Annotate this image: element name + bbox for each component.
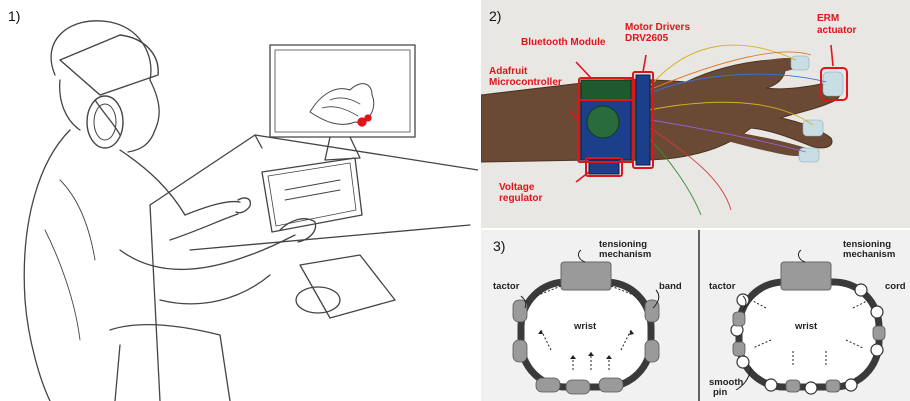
monitor <box>269 44 416 138</box>
cord-design-diagram <box>730 249 886 395</box>
panel-3-diagrams: 3) tensioning mechanism tactor band wris… <box>481 230 910 401</box>
mouse <box>295 286 341 314</box>
right-label-tactor: tactor <box>709 281 736 292</box>
label-motor-drivers: Motor Drivers <box>625 22 691 33</box>
right-label-cord: cord <box>885 281 906 292</box>
band-design-diagram <box>512 249 660 395</box>
label-adafruit: Adafruit <box>489 66 528 77</box>
tablet <box>261 157 363 233</box>
right-label-pin: pin <box>713 387 728 398</box>
panel-3-number: 3) <box>493 238 506 254</box>
right-label-tensioning: tensioning <box>843 239 892 250</box>
vr-user-sketch <box>23 20 478 401</box>
panel-2-number: 2) <box>489 8 502 24</box>
label-actuator: actuator <box>817 25 857 36</box>
right-label-wrist: wrist <box>795 321 818 332</box>
left-label-mechanism: mechanism <box>599 249 652 260</box>
band-diagrams <box>512 230 886 401</box>
label-bluetooth-module: Bluetooth Module <box>521 37 606 48</box>
left-label-tactor: tactor <box>493 281 520 292</box>
headphones <box>86 95 124 149</box>
left-label-band: band <box>659 281 682 292</box>
panel-1-illustration: 1) <box>8 8 478 401</box>
panel-1-number: 1) <box>8 8 21 24</box>
label-microcontroller: Microcontroller <box>489 77 562 88</box>
mouse-pad <box>299 254 396 319</box>
label-voltage: Voltage <box>499 182 535 193</box>
right-label-smooth: smooth <box>709 377 744 388</box>
left-label-tensioning: tensioning <box>599 239 648 250</box>
label-erm: ERM <box>817 13 840 24</box>
right-label-mechanism: mechanism <box>843 249 896 260</box>
panel-2-photo: 2) Bluetooth Module Motor Drivers DRV260… <box>481 0 910 228</box>
left-label-wrist: wrist <box>574 321 597 332</box>
label-motor-drivers-chip: DRV2605 <box>625 33 669 44</box>
vr-headset <box>59 34 159 96</box>
hand-device-photo <box>481 44 848 216</box>
label-regulator: regulator <box>499 193 543 204</box>
